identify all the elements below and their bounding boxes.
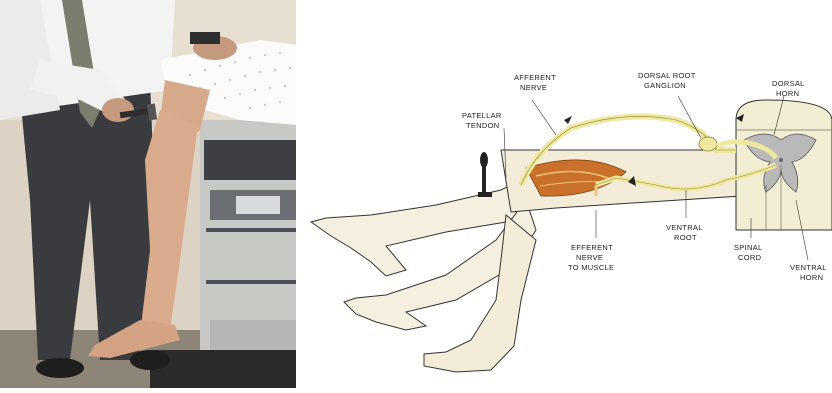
label-spinal-cord: SPINAL CORD xyxy=(734,243,762,262)
svg-text:TENDON: TENDON xyxy=(466,121,499,130)
label-patellar-tendon: PATELLAR TENDON xyxy=(462,111,502,130)
svg-text:SPINAL: SPINAL xyxy=(734,243,762,252)
svg-text:VENTRAL: VENTRAL xyxy=(790,263,827,272)
svg-text:AFFERENT: AFFERENT xyxy=(514,73,556,82)
spinal-cord xyxy=(736,100,832,230)
knee-jerk-reflex-diagram: AFFERENT NERVE DORSAL ROOT GANGLION DORS… xyxy=(296,0,832,388)
reflex-test-photo xyxy=(0,0,296,388)
label-afferent-nerve: AFFERENT NERVE xyxy=(514,73,556,92)
svg-text:NERVE: NERVE xyxy=(520,83,547,92)
label-dorsal-horn: DORSAL HORN xyxy=(772,79,805,98)
label-efferent-nerve: EFFERENT NERVE TO MUSCLE xyxy=(568,243,614,272)
svg-text:CORD: CORD xyxy=(738,253,762,262)
svg-text:TO MUSCLE: TO MUSCLE xyxy=(568,263,614,272)
reflex-arc-illustration: AFFERENT NERVE DORSAL ROOT GANGLION DORS… xyxy=(296,0,832,388)
svg-text:ROOT: ROOT xyxy=(674,233,697,242)
svg-text:VENTRAL: VENTRAL xyxy=(666,223,703,232)
svg-text:DORSAL: DORSAL xyxy=(772,79,805,88)
svg-text:GANGLION: GANGLION xyxy=(644,81,686,90)
label-ventral-horn: VENTRAL HORN xyxy=(790,263,827,282)
svg-text:HORN: HORN xyxy=(800,273,823,282)
label-ventral-root: VENTRAL ROOT xyxy=(666,223,703,242)
reflex-test-photo-illustration xyxy=(0,0,296,388)
label-dorsal-root-ganglion: DORSAL ROOT GANGLION xyxy=(638,71,696,90)
svg-text:HORN: HORN xyxy=(776,89,799,98)
reflex-hammer xyxy=(478,152,492,197)
svg-text:PATELLAR: PATELLAR xyxy=(462,111,502,120)
svg-text:NERVE: NERVE xyxy=(576,253,603,262)
svg-text:EFFERENT: EFFERENT xyxy=(571,243,613,252)
svg-text:DORSAL ROOT: DORSAL ROOT xyxy=(638,71,696,80)
